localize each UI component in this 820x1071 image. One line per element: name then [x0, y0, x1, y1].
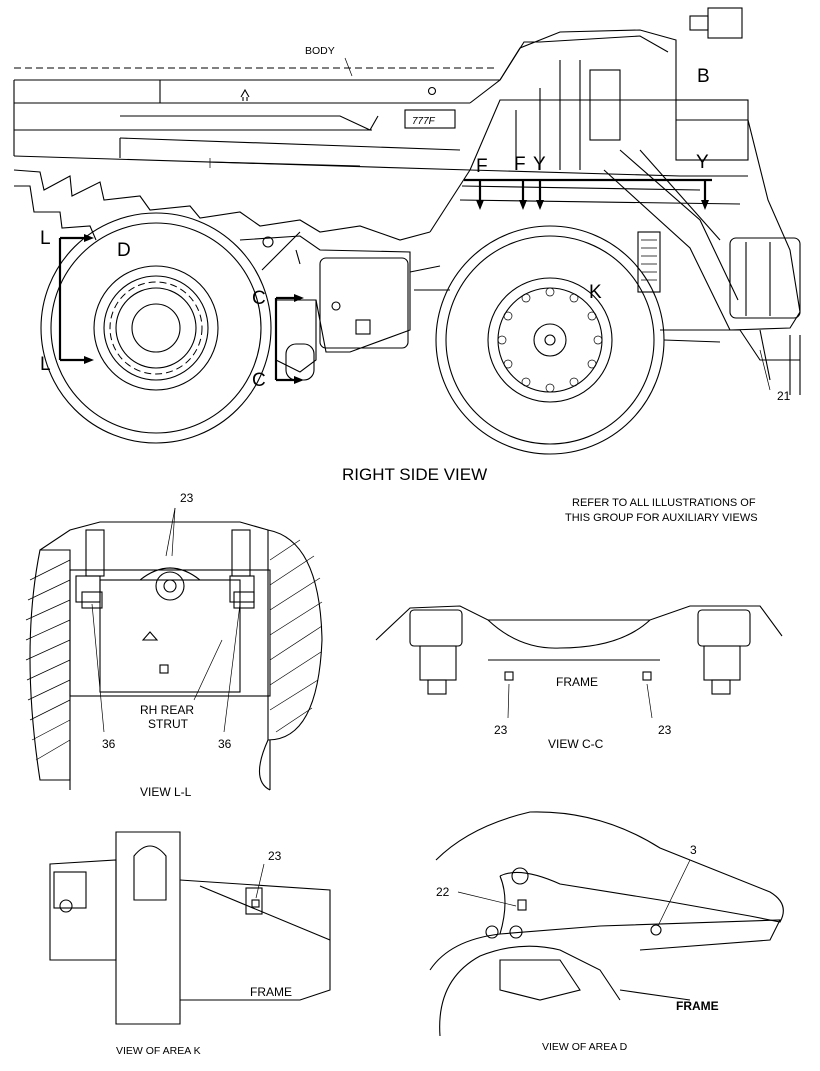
rh-rear-strut-label-line-2: STRUT — [148, 717, 189, 731]
view-letter-y-2: Y — [696, 152, 709, 173]
view-letter-l-2: L — [40, 354, 51, 375]
view-cc-callout-23-right: 23 — [658, 723, 672, 737]
right-side-view-title: RIGHT SIDE VIEW — [342, 465, 487, 484]
view-letter-f-2: F — [514, 154, 526, 175]
view-ll-callout-36-left: 36 — [102, 737, 116, 751]
view-letter-c-2: C — [252, 370, 266, 391]
view-d-callout-22: 22 — [436, 885, 450, 899]
view-letter-l-1: L — [40, 228, 51, 249]
view-cc-frame-label: FRAME — [556, 675, 598, 689]
view-cc-title: VIEW C-C — [548, 737, 604, 751]
view-ll-callout-23: 23 — [180, 491, 194, 505]
body-label: BODY — [305, 45, 335, 57]
view-ll-title: VIEW L-L — [140, 785, 192, 799]
view-letter-f-1: F — [476, 156, 488, 177]
model-badge: 777F — [412, 116, 436, 127]
view-d-callout-3: 3 — [690, 843, 697, 857]
view-d-title: VIEW OF AREA D — [542, 1041, 628, 1053]
view-k-title: VIEW OF AREA K — [116, 1045, 201, 1057]
reference-note-line-2: THIS GROUP FOR AUXILIARY VIEWS — [565, 512, 758, 524]
view-cc-callout-23-left: 23 — [494, 723, 508, 737]
rear-wheel-drawing — [40, 212, 272, 444]
view-k-frame-label: FRAME — [250, 985, 292, 999]
wheel-lug-nuts — [497, 287, 603, 393]
frame-and-strut-drawing — [239, 231, 411, 384]
callout-21: 21 — [777, 389, 791, 403]
view-l-l: 23 36 36 RH REAR STRUT VIEW L-L — [25, 491, 323, 799]
right-tire-hatched — [267, 529, 323, 741]
view-letter-c-1: C — [252, 288, 266, 309]
right-side-view: BODY 777F B F F Y Y D K L L C C 21 RIGHT… — [13, 7, 801, 524]
dump-body-drawing — [13, 41, 540, 241]
view-ll-callout-36-right: 36 — [218, 737, 232, 751]
left-tire-hatched — [25, 549, 71, 781]
view-letter-y-1: Y — [533, 154, 546, 175]
view-letter-b: B — [697, 66, 710, 87]
front-wheel-drawing — [409, 225, 665, 455]
view-c-c: FRAME 23 23 VIEW C-C — [375, 605, 783, 751]
reference-note-line-1: REFER TO ALL ILLUSTRATIONS OF — [572, 497, 756, 509]
rh-rear-strut-label-line-1: RH REAR — [140, 703, 194, 717]
view-letter-k: K — [589, 282, 602, 303]
view-area-k: 23 FRAME VIEW OF AREA K — [49, 831, 331, 1057]
view-letter-d: D — [117, 240, 131, 261]
cab-and-platform-drawing — [459, 7, 801, 395]
view-area-d: 3 22 FRAME VIEW OF AREA D — [429, 811, 784, 1053]
view-k-callout-23: 23 — [268, 849, 282, 863]
view-d-frame-label: FRAME — [676, 999, 719, 1013]
